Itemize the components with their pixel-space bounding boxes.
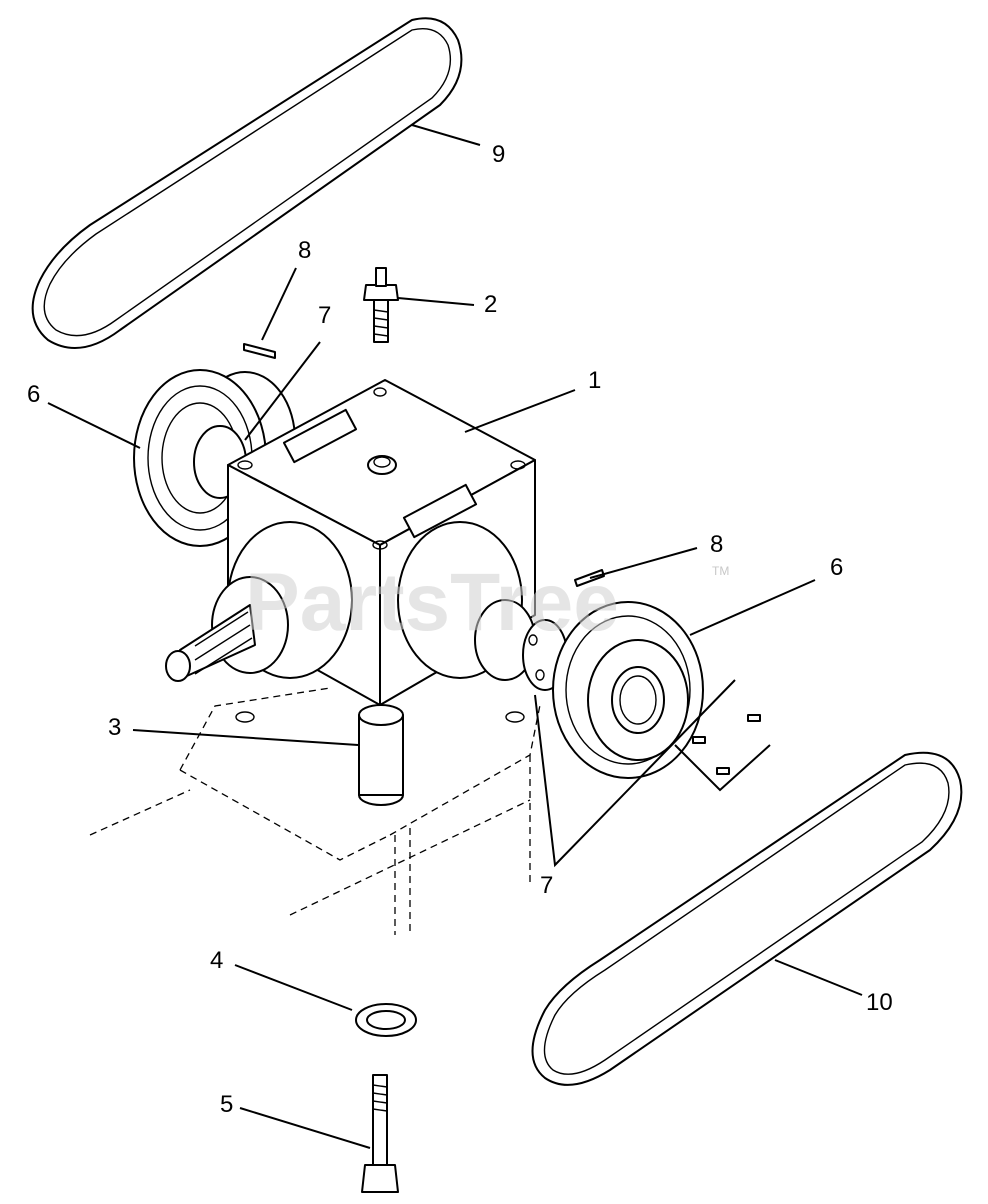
callout-1: 1 <box>588 367 601 394</box>
callout-9: 9 <box>492 141 505 168</box>
callout-7-bottom: 7 <box>540 872 553 899</box>
spacer[interactable] <box>358 704 404 806</box>
callout-3: 3 <box>108 714 121 741</box>
mounting-deck-outline <box>89 687 541 935</box>
callout-6-right: 6 <box>830 554 843 581</box>
bolt[interactable] <box>361 1074 399 1193</box>
leader-lines <box>47 124 863 1149</box>
belt-10[interactable] <box>531 751 963 1086</box>
key-right[interactable] <box>574 569 605 587</box>
callout-4: 4 <box>210 947 223 974</box>
callout-labels: 1 2 3 4 5 6 6 7 7 8 8 9 10 <box>27 141 893 1118</box>
watermark-text: PartsTree <box>245 557 619 648</box>
grease-fitting[interactable] <box>363 267 399 343</box>
callout-8-left: 8 <box>298 237 311 264</box>
callout-10: 10 <box>866 989 893 1016</box>
watermark-trademark: TM <box>712 564 729 578</box>
callout-6-left: 6 <box>27 381 40 408</box>
right-pulley[interactable] <box>552 601 704 779</box>
key-left[interactable] <box>243 343 276 359</box>
lock-washer[interactable] <box>355 1003 417 1037</box>
callout-5: 5 <box>220 1091 233 1118</box>
callout-2: 2 <box>484 291 497 318</box>
watermark: PartsTree TM <box>245 557 729 648</box>
belt-9[interactable] <box>31 17 463 349</box>
callout-7-top: 7 <box>318 302 331 329</box>
set-screws[interactable] <box>692 714 761 775</box>
callout-8-right: 8 <box>710 531 723 558</box>
input-shaft[interactable] <box>165 576 289 682</box>
